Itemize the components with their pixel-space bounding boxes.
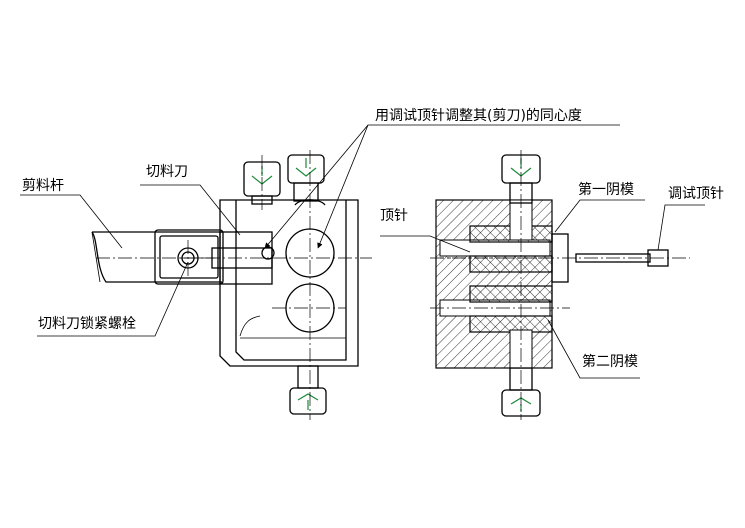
knife-holder: [154, 229, 224, 285]
leaders-left: [20, 124, 620, 337]
main-frame: [219, 199, 359, 367]
label-second-die: 第二阴模: [582, 353, 638, 370]
die-body: [435, 199, 553, 369]
cutting-rod: [91, 231, 222, 283]
label-top-note: 用调试顶针调整其(剪刀)的同心度: [375, 108, 582, 124]
leaders-right: [380, 199, 705, 379]
top-bolt-right: [287, 154, 325, 202]
label-cutting-rod: 剪料杆: [22, 178, 64, 194]
label-first-die: 第一阴模: [578, 181, 634, 198]
label-knife-lock-bolt: 切料刀锁紧螺栓: [38, 316, 136, 332]
label-debug-pin: 调试顶针: [668, 186, 724, 202]
label-cutting-knife: 切料刀: [146, 164, 188, 180]
bottom-bolt: [289, 365, 327, 415]
left-view: [20, 124, 620, 420]
right-view: [380, 150, 705, 420]
label-ejector-pin: 顶针: [380, 208, 408, 224]
